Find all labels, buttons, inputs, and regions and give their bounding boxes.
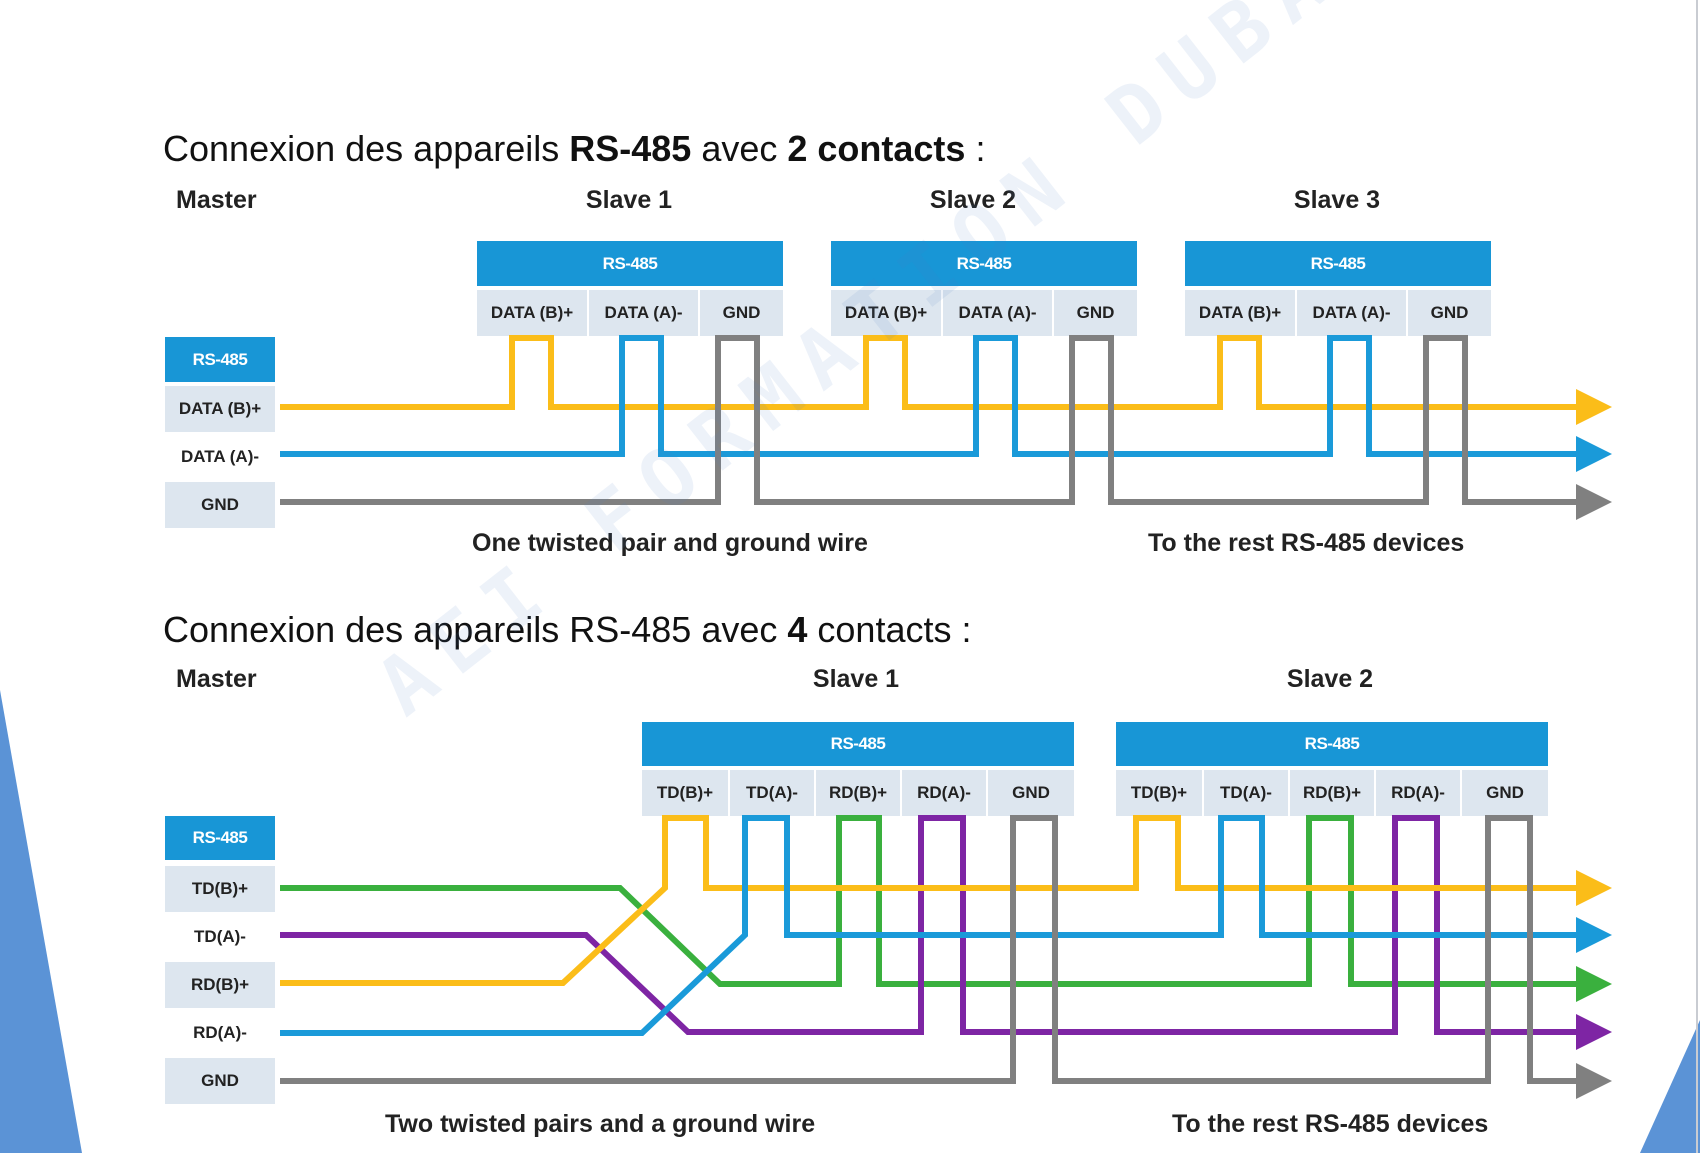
right-slant-shape (1640, 1020, 1700, 1153)
d1-slave2-pin-data-b: DATA (B)+ (831, 290, 941, 336)
d2-master-head: RS-485 (165, 816, 275, 860)
d2-caption-left: Two twisted pairs and a ground wire (385, 1110, 816, 1138)
d2-master-label: Master (176, 665, 257, 693)
d1-master-pin-gnd: GND (165, 480, 275, 528)
d1-master-pin-data-a: DATA (A)- (165, 432, 275, 480)
d1-wire-data-b (280, 335, 1612, 425)
d1-slave1-pin-data-a: DATA (A)- (587, 290, 698, 336)
d2-master-pin-rd-b: RD(B)+ (165, 960, 275, 1008)
d2-slave1-pin-gnd: GND (986, 770, 1074, 816)
left-slant-shape (0, 690, 82, 1153)
d1-wire-data-a (280, 335, 1612, 472)
d1-slave3-pin-data-a: DATA (A)- (1295, 290, 1406, 336)
d2-caption-right: To the rest RS-485 devices (1172, 1110, 1489, 1138)
d1-master-label: Master (176, 186, 257, 214)
d1-slave2-pin-data-a: DATA (A)- (941, 290, 1052, 336)
d2-slave1-pin-td-b: TD(B)+ (642, 770, 728, 816)
d1-master-pin-data-b: DATA (B)+ (165, 384, 275, 432)
d2-slave1-head: RS-485 (642, 722, 1074, 766)
d2-master-pin-td-b: TD(B)+ (165, 864, 275, 912)
d1-slave1-head: RS-485 (477, 241, 783, 286)
d1-master-head: RS-485 (165, 337, 275, 382)
d2-master-pin-gnd: GND (165, 1056, 275, 1104)
heading-four-contacts: Connexion des appareils RS-485 avec 4 co… (163, 609, 972, 650)
d2-slave2-pin-td-b: TD(B)+ (1116, 770, 1202, 816)
d1-slave2-label: Slave 2 (929, 186, 1017, 214)
d2-wire-rd-a (280, 815, 1612, 1036)
d2-slave1-pin-rd-a: RD(A)- (900, 770, 986, 816)
d1-slave1-pin-data-b: DATA (B)+ (477, 290, 587, 336)
d1-slave3-head: RS-485 (1185, 241, 1491, 286)
heading-two-contacts: Connexion des appareils RS-485 avec 2 co… (163, 128, 986, 169)
d1-caption-right: To the rest RS-485 devices (1148, 529, 1465, 557)
d2-wire-rd-b (280, 815, 1612, 986)
d2-slave2-head: RS-485 (1116, 722, 1548, 766)
d2-master-pin-rd-a: RD(A)- (165, 1008, 275, 1056)
d2-slave1-label: Slave 1 (812, 665, 900, 693)
d1-slave2-head: RS-485 (831, 241, 1137, 286)
d1-slave3-pin-data-b: DATA (B)+ (1185, 290, 1295, 336)
d1-slave3-label: Slave 3 (1293, 186, 1381, 214)
d2-wire-td-a (280, 815, 1612, 1050)
d2-master-pin-td-a: TD(A)- (165, 912, 275, 960)
d1-wire-gnd (280, 335, 1612, 520)
d1-caption-left: One twisted pair and ground wire (472, 529, 868, 557)
d2-slave1-pin-rd-b: RD(B)+ (814, 770, 900, 816)
d2-slave2-pin-rd-a: RD(A)- (1374, 770, 1460, 816)
d2-slave2-pin-td-a: TD(A)- (1202, 770, 1288, 816)
d2-wire-gnd (280, 815, 1612, 1099)
d2-slave1-pin-td-a: TD(A)- (728, 770, 814, 816)
d2-slave2-label: Slave 2 (1286, 665, 1374, 693)
d1-slave1-label: Slave 1 (585, 186, 673, 214)
d1-slave2-pin-gnd: GND (1052, 290, 1137, 336)
d2-slave2-pin-rd-b: RD(B)+ (1288, 770, 1374, 816)
d1-slave3-pin-gnd: GND (1406, 290, 1491, 336)
d2-wire-td-b (280, 815, 1612, 1002)
d1-slave1-pin-gnd: GND (698, 290, 783, 336)
d2-slave2-pin-gnd: GND (1460, 770, 1548, 816)
